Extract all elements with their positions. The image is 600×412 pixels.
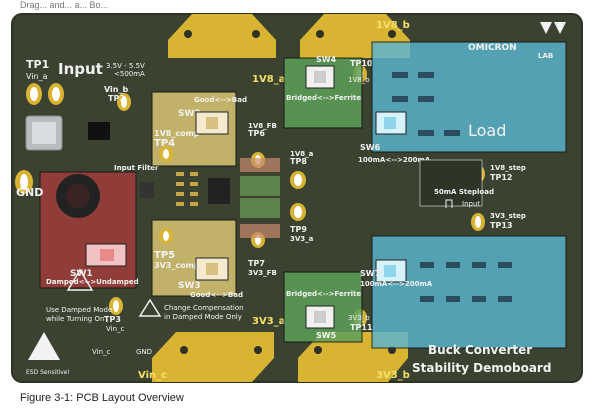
tp5-label: TP5 — [154, 250, 175, 261]
gnd-bottom-label: GND — [136, 348, 152, 356]
vin-a-label: Vin_a — [26, 72, 48, 81]
sw5-switch-knob — [314, 311, 326, 323]
input-range: 3.5V - 5.5V — [106, 62, 145, 70]
tp12-label: TP12 — [490, 173, 512, 182]
net-3v3-fb-label: 3V3_FB — [248, 269, 277, 277]
warning-left-icon — [66, 268, 94, 291]
sw4-switch-knob — [314, 71, 326, 83]
net-3v3-a-label: 3V3_a — [252, 316, 285, 327]
sw1-switch-knob — [100, 249, 114, 261]
warning-mid-icon — [138, 298, 162, 317]
stepload-input-label: Input — [462, 200, 480, 208]
stepload-region — [419, 159, 483, 207]
pulse-icon — [445, 199, 453, 208]
gnd-left-label: GND — [16, 186, 43, 199]
tp3-label: TP3 — [104, 315, 121, 324]
load-region-bottom — [371, 235, 567, 349]
net-1v8-fb-label: 1V8_FB — [248, 122, 277, 130]
warning-mid-line2: in Damped Mode Only — [164, 313, 242, 321]
tp8-net-label: 1V8_a — [290, 150, 314, 158]
tp1-label: TP1 — [26, 58, 49, 71]
warning-left-line2: while Turning On — [46, 315, 104, 323]
load-resistor-array-bottom — [420, 262, 512, 302]
warning-mid-line1: Change Compensation — [164, 304, 244, 312]
tp11-label: TP11 — [350, 323, 373, 332]
sw2-comp-label: 1V8_comp — [154, 129, 200, 138]
tp4-label: TP4 — [154, 138, 175, 149]
brand-omicron: OMICRON — [468, 43, 517, 53]
board-title-line1: Buck Converter — [428, 343, 532, 357]
copper-tab-top-left — [168, 14, 276, 58]
brand-logo-icon — [540, 22, 566, 34]
vin-c-small-label: Vin_c — [92, 348, 111, 356]
load-resistor-array-top — [392, 72, 460, 136]
tp10-label: TP10 — [350, 59, 373, 68]
tp9-net-label: 3V3_a — [290, 235, 314, 243]
inductor-block-a — [240, 176, 280, 196]
sw1-caption: Damped<-->Undamped — [46, 278, 139, 286]
tp7-label: TP7 — [248, 259, 265, 268]
diode-d1 — [140, 182, 154, 198]
sw2-switch-knob — [206, 117, 218, 129]
figure-caption: Figure 3-1: PCB Layout Overview — [20, 392, 184, 404]
cropped-text-fragment: Drag... and... a... Bo... — [20, 0, 109, 10]
input-title: Input — [58, 60, 103, 78]
warning-left-line1: Use Damped Mode — [46, 306, 112, 314]
buck-converter-ic — [208, 178, 230, 204]
sw2-top-caption: Good<-->Bad — [194, 96, 247, 104]
tp13-label: TP13 — [490, 221, 512, 230]
board-title-line2: Stability Demoboard — [412, 361, 551, 375]
sw6-label: SW6 — [360, 143, 381, 152]
tp6-label: TP6 — [248, 129, 265, 138]
load-label: Load — [468, 121, 506, 140]
tp13-net-label: 3V3_step — [490, 212, 526, 220]
sw7-caption: 100mA<-->200mA — [360, 280, 433, 288]
sw3-bottom-caption: Good<-->Bad — [190, 291, 243, 299]
fb-network-top — [240, 158, 280, 172]
tp8-label: TP8 — [290, 157, 307, 166]
pcb-illustration: TP1 Vin_a Input 3.5V - 5.5V <500mA Vin_b… — [11, 13, 583, 383]
sw6-caption: 100mA<-->200mA — [358, 156, 431, 164]
tp2-label: TP2 — [108, 94, 125, 103]
vin-c-bottom-label: Vin_c — [138, 370, 167, 381]
tp11-net-label: 3V3_b — [348, 314, 370, 322]
sw3-label: SW3 — [178, 281, 201, 291]
tp10-net-label: 1V8_b — [348, 76, 370, 84]
copper-tab-bottom-left — [152, 332, 274, 382]
esd-icon — [28, 332, 60, 360]
sw4-caption: Bridged<-->Ferrite — [286, 94, 361, 102]
tp3-net-label: Vin_c — [106, 325, 125, 333]
input-filter-label: Input Filter — [114, 164, 159, 172]
sw5-caption: Bridged<-->Ferrite — [286, 290, 361, 298]
fb-network-bottom — [240, 224, 280, 238]
sw6-switch-knob — [384, 117, 396, 129]
filter-capacitor-top — [66, 184, 90, 208]
sw4-label: SW4 — [316, 55, 337, 64]
net-1v8-b-top: 1V8_b — [376, 20, 410, 31]
passive-component-array — [176, 172, 198, 206]
usb-connector-face — [32, 122, 56, 144]
input-current: <500mA — [114, 70, 145, 78]
sw1-label: SW1 — [70, 269, 93, 279]
sw3-switch-knob — [206, 263, 218, 275]
sw3-comp-label: 3V3_comp — [154, 261, 200, 270]
brand-lab: LAB — [538, 52, 553, 60]
tp2-vin-b-label: Vin_b — [104, 85, 128, 94]
stepload-amount: 50mA Stepload — [434, 188, 494, 196]
tp12-net-label: 1V8_step — [490, 164, 526, 172]
esd-label: ESD Sensitive! — [26, 369, 70, 376]
net-3v3-b-bottom: 3V3_b — [376, 370, 410, 381]
sw5-label: SW5 — [316, 331, 337, 340]
sw7-label: SW7 — [360, 269, 380, 278]
inductor-component — [88, 122, 110, 140]
sw7-switch-knob — [384, 265, 396, 277]
sw2-label: SW2 — [178, 109, 201, 119]
tp9-label: TP9 — [290, 225, 307, 234]
inductor-block-b — [240, 198, 280, 218]
net-1v8-a-label: 1V8_a — [252, 74, 285, 85]
